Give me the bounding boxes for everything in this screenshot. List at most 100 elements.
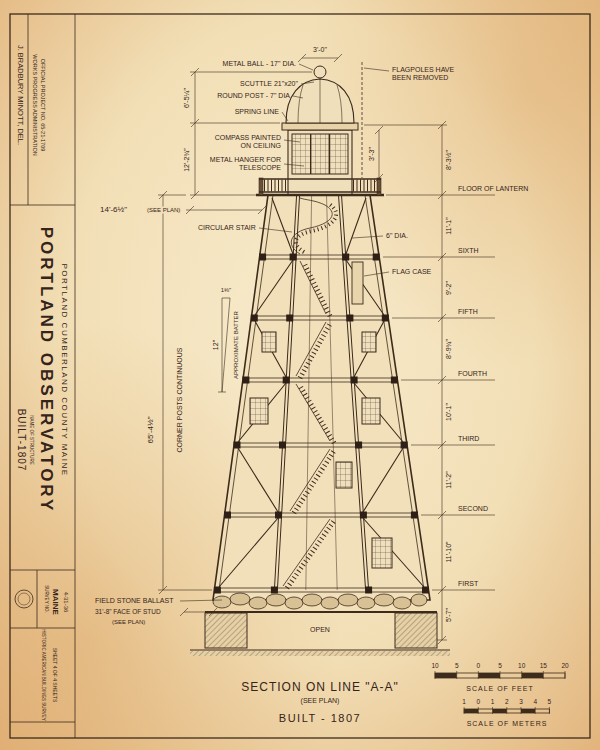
label-anchor: J. BRADBURY MINOTT, DEL. bbox=[16, 45, 25, 145]
label-anchor: 6" DIA. bbox=[386, 232, 408, 240]
callout-note: METAL HANGER FOR TELESCOPE bbox=[209, 156, 281, 172]
label-anchor: BUILT - 1807 bbox=[279, 712, 361, 725]
title-block-text: NAME OF STRUCTURE bbox=[28, 415, 33, 465]
label-anchor: FLAG CASE bbox=[392, 268, 431, 276]
label-anchor: METAL BALL - 17" DIA. bbox=[223, 60, 296, 68]
label-anchor: 2 bbox=[505, 698, 509, 705]
dimension: 12'-2¾" bbox=[183, 148, 191, 172]
callout-note: METAL BALL - 17" DIA. bbox=[223, 60, 296, 68]
label-anchor: FLAGPOLES HAVE BEEN REMOVED bbox=[392, 66, 474, 82]
label-anchor: THIRD bbox=[458, 435, 479, 443]
label-anchor: FOURTH bbox=[458, 370, 487, 378]
label-anchor: OPEN bbox=[310, 626, 330, 634]
label-anchor: 3 bbox=[519, 698, 523, 705]
section-caption: BUILT - 1807 bbox=[279, 712, 361, 725]
sheet-title: PORTLAND OBSERVATORY bbox=[36, 227, 56, 514]
label-anchor: 8'-3½" bbox=[445, 150, 453, 170]
label-anchor: CORNER POSTS CONTINUOUS bbox=[176, 347, 184, 452]
label-anchor: 6'-5¼" bbox=[183, 88, 191, 108]
label-anchor: 5'-7" bbox=[445, 608, 453, 622]
label-anchor: SECTION ON LINE "A-A" bbox=[241, 681, 399, 695]
label-anchor: 4-31-36 bbox=[63, 592, 70, 613]
label-anchor: 12'-2¾" bbox=[183, 148, 191, 172]
callout-note: FIELD STONE BALLAST bbox=[95, 597, 173, 605]
label-anchor: 4 bbox=[533, 698, 537, 705]
label-anchor: (SEE PLAN) bbox=[146, 207, 181, 214]
dimension: 8'-9¾" bbox=[445, 339, 453, 359]
dimension: 9'-2" bbox=[445, 281, 453, 295]
scale-number: 2 bbox=[505, 698, 509, 705]
section-caption: SECTION ON LINE "A-A" bbox=[241, 681, 399, 695]
label-anchor: 5 bbox=[548, 698, 552, 705]
label-anchor: PORTLAND OBSERVATORY bbox=[36, 227, 56, 514]
dimension: 12" bbox=[212, 340, 220, 350]
scale-title: SCALE OF METERS bbox=[467, 720, 548, 728]
label-anchor: 31'-8" FACE OF STUD bbox=[95, 608, 161, 615]
label-anchor: 5 bbox=[498, 662, 502, 669]
label-anchor: SCALE OF FEET bbox=[466, 685, 533, 693]
label-anchor: 12" bbox=[212, 340, 220, 350]
label-anchor: (SEE PLAN) bbox=[301, 697, 340, 705]
label-anchor: 9'-2" bbox=[445, 281, 453, 295]
label-anchor: 1 bbox=[462, 698, 466, 705]
floor-name: FLOOR OF LANTERN bbox=[458, 185, 528, 193]
callout-note: ROUND POST - 7" DIA bbox=[217, 92, 290, 100]
scale-number: 15 bbox=[540, 662, 547, 669]
callout-note: FLAG CASE bbox=[392, 268, 431, 276]
dimension: 14'-6½" bbox=[100, 205, 127, 214]
label-anchor: FIRST bbox=[458, 580, 478, 588]
label-anchor: PORTLAND CUMBERLAND COUNTY MAINE bbox=[59, 263, 68, 476]
label-anchor: 1 bbox=[491, 698, 495, 705]
label-anchor: SHEET 4 OF 4 SHEETS bbox=[51, 648, 57, 703]
label-anchor: SURVEY NO. bbox=[43, 585, 48, 613]
dimension: 11'-10" bbox=[445, 541, 453, 562]
floor-name: SIXTH bbox=[458, 247, 479, 255]
title-block-text: SURVEY NO. bbox=[43, 585, 48, 613]
dimension: 31'-8" FACE OF STUD bbox=[95, 608, 161, 615]
label-anchor: SECOND bbox=[458, 505, 488, 513]
label-anchor: FLOOR OF LANTERN bbox=[458, 185, 528, 193]
label-anchor: 10 bbox=[431, 662, 438, 669]
callout-note: 6" DIA. bbox=[386, 232, 408, 240]
label-anchor: FIFTH bbox=[458, 308, 478, 316]
label-anchor: SIXTH bbox=[458, 247, 479, 255]
dimension: 11'-1" bbox=[445, 217, 453, 234]
label-anchor: SCUTTLE 21"x20" bbox=[240, 80, 298, 88]
label-anchor: 1⅜" bbox=[221, 287, 231, 294]
section-caption: (SEE PLAN) bbox=[301, 697, 340, 705]
label-anchor: BUILT-1807 bbox=[15, 409, 27, 472]
label-anchor: 65'-4½" bbox=[146, 416, 155, 443]
dimension: 5'-7" bbox=[445, 608, 453, 622]
scale-number: 5 bbox=[548, 698, 552, 705]
title-block-text: PORTLAND CUMBERLAND COUNTY MAINE bbox=[59, 263, 68, 476]
label-anchor: APPROXIMATE BATTER bbox=[233, 311, 240, 379]
label-anchor: 15 bbox=[540, 662, 547, 669]
label-anchor: 3'-0" bbox=[313, 46, 327, 54]
label-anchor: (SEE PLAN) bbox=[112, 619, 145, 626]
label-anchor: 11'-10" bbox=[445, 541, 453, 562]
floor-name: FIFTH bbox=[458, 308, 478, 316]
title-block-text: OFFICIAL PROJECT NO. 65-21-1709 bbox=[40, 59, 46, 152]
label-anchor: WORKS PROGRESS ADMINISTRATION bbox=[32, 54, 38, 155]
scale-number: 1 bbox=[491, 698, 495, 705]
label-anchor: 8'-9¾" bbox=[445, 339, 453, 359]
scale-number: 1 bbox=[462, 698, 466, 705]
dimension: 3'-3" bbox=[368, 147, 376, 161]
scale-number: 10 bbox=[431, 662, 438, 669]
label-anchor: 3'-3" bbox=[368, 147, 376, 161]
callout-note: CIRCULAR STAIR bbox=[198, 224, 256, 232]
scale-number: 4 bbox=[533, 698, 537, 705]
title-block-text: MAINE bbox=[50, 589, 59, 615]
dimension: 3'-0" bbox=[313, 46, 327, 54]
floor-name: FOURTH bbox=[458, 370, 487, 378]
label-anchor: HISTORIC AMERICAN BUILDINGS SURVEY bbox=[40, 629, 45, 720]
floor-name: THIRD bbox=[458, 435, 479, 443]
dimension: 65'-4½" bbox=[146, 416, 155, 443]
scale-number: 5 bbox=[498, 662, 502, 669]
scale-number: 3 bbox=[519, 698, 523, 705]
callout-note: SPRING LINE bbox=[235, 108, 279, 116]
dimension: 1⅜" bbox=[221, 287, 231, 294]
label-anchor: 11'-1" bbox=[445, 217, 453, 234]
